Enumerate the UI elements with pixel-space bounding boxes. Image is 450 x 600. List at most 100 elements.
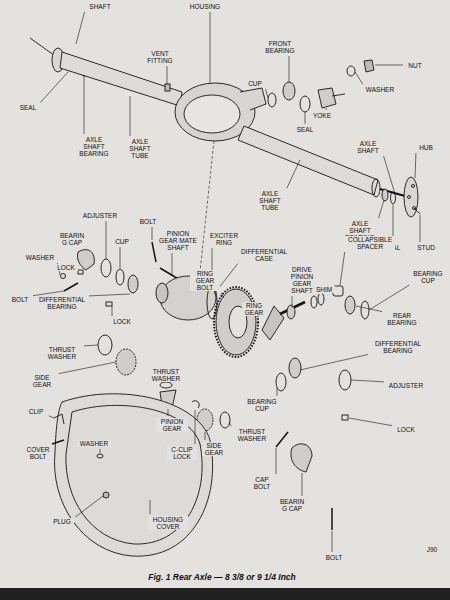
differential-bearing xyxy=(289,358,301,378)
part-label: DIFFERENTIAL BEARING xyxy=(37,296,87,310)
part-label: DIFFERENTIAL BEARING xyxy=(370,340,426,354)
leader-line xyxy=(326,108,327,110)
leader-line xyxy=(384,156,395,194)
thrust-washer xyxy=(220,412,230,428)
part-label: HOUSING COVER xyxy=(148,516,188,530)
axle-tube xyxy=(238,126,378,195)
part-label: FRONT BEARING xyxy=(262,40,298,54)
part-label: COVER BOLT xyxy=(23,446,53,460)
front-bearing xyxy=(283,82,295,100)
leader-line xyxy=(205,432,206,440)
leader-line xyxy=(266,89,268,98)
part-label: NUT xyxy=(405,62,425,69)
leader-line xyxy=(76,496,103,517)
pinion-bearing xyxy=(287,305,295,319)
part-label: PINION GEAR xyxy=(156,418,188,432)
part-label: HOUSING xyxy=(185,3,225,10)
part-label: BEARING CAP xyxy=(277,498,307,512)
part-label: AXLE SHAFT xyxy=(353,140,383,154)
part-label: SIDE GEAR xyxy=(202,442,226,456)
seal xyxy=(300,96,310,112)
case-hub xyxy=(156,283,168,303)
leader-line xyxy=(172,253,173,276)
part-label: REAR BEARING xyxy=(384,312,420,326)
part-label: WASHER xyxy=(364,86,396,93)
part-label: WASHER xyxy=(77,440,111,447)
leader-line xyxy=(106,221,107,259)
part-label: SEAL xyxy=(294,126,316,133)
cover-bolt xyxy=(52,440,64,444)
leader-line xyxy=(168,409,169,416)
leader-line xyxy=(150,500,151,514)
ring-gear xyxy=(216,289,256,355)
part-label: COLLAPSIBLE SPACER xyxy=(345,236,395,250)
leader-line xyxy=(420,215,421,242)
part-label: ADJUSTER xyxy=(80,212,120,219)
part-label: WASHER xyxy=(23,254,57,261)
cup xyxy=(268,93,276,107)
part-label: LOCK xyxy=(110,318,134,325)
differential-bearing xyxy=(128,275,138,293)
tube-flange xyxy=(372,179,380,197)
lock xyxy=(342,415,348,420)
part-label: RING GEAR BOLT xyxy=(190,270,220,291)
leader-line xyxy=(152,227,153,240)
leader-line xyxy=(76,12,84,44)
leader-line xyxy=(379,200,384,218)
part-label: EXCITER RING xyxy=(207,232,241,246)
washer xyxy=(97,454,103,458)
leader-line xyxy=(167,66,168,84)
plug xyxy=(103,492,109,498)
part-label: SIDE GEAR xyxy=(27,374,57,388)
part-label: BOLT xyxy=(323,554,345,561)
part-label: HUB xyxy=(416,144,436,151)
thrust-washer xyxy=(160,382,172,388)
c-clip xyxy=(192,401,199,408)
part-label: AXLE SHAFT TUBE xyxy=(254,190,286,211)
part-label: SHAFT xyxy=(85,3,115,10)
leader-line xyxy=(289,56,290,82)
leader-line xyxy=(84,76,85,134)
part-label: CAP BOLT xyxy=(247,476,277,490)
part-label: CLIP xyxy=(25,408,47,415)
pinion-nose xyxy=(240,88,266,110)
cup xyxy=(116,269,124,285)
leader-line xyxy=(300,354,368,370)
part-label: CUP xyxy=(112,238,132,245)
housing-opening xyxy=(184,95,240,133)
yoke xyxy=(318,88,345,108)
part-label: AXLE SHAFT TUBE xyxy=(124,138,156,159)
part-label: THRUST WASHER xyxy=(42,346,82,360)
housing-cover xyxy=(54,394,212,556)
cover-rim xyxy=(66,405,202,544)
leader-line xyxy=(210,12,211,84)
part-label: BEARING CUP xyxy=(411,270,445,284)
cap-bolt xyxy=(276,432,288,447)
leader-line xyxy=(100,449,101,453)
figure-code: J90 xyxy=(420,546,444,553)
part-label: LOCK xyxy=(394,426,418,433)
leader-line xyxy=(369,285,409,310)
part-label: PINION GEAR MATE SHAFT xyxy=(158,230,198,251)
bearing-cup xyxy=(276,373,286,391)
leader-line xyxy=(276,448,277,474)
stud xyxy=(408,196,411,199)
leader-line xyxy=(277,388,278,396)
ring-gear-teeth xyxy=(214,287,258,357)
leader-line xyxy=(195,410,196,444)
figure-caption: Fig. 1 Rear Axle — 8 3/8 or 9 1/4 Inch xyxy=(148,572,296,582)
part-label: THRUST WASHER xyxy=(232,428,272,442)
side-gear xyxy=(116,349,136,375)
stud xyxy=(412,185,415,188)
part-label: SHIM xyxy=(313,286,335,293)
leader-line xyxy=(302,473,303,496)
leader-line xyxy=(112,306,113,316)
leader-line xyxy=(292,296,293,308)
part-label: CUP xyxy=(245,80,265,87)
leader-line xyxy=(59,362,116,374)
part-label: AXLE SHAFT BEARING xyxy=(76,136,112,157)
leader-line xyxy=(120,247,121,268)
leader-line xyxy=(40,72,68,103)
part-label: YOKE xyxy=(310,112,334,119)
